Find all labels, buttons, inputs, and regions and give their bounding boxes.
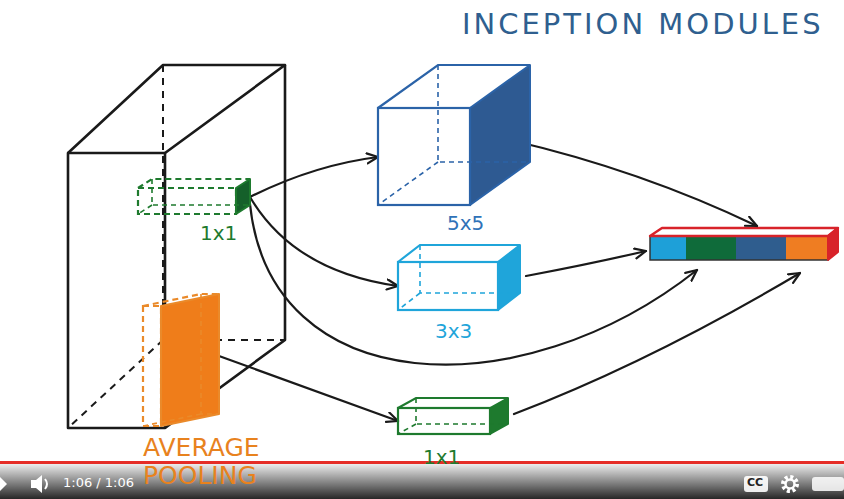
play-icon [0, 477, 7, 491]
conv-box-outline [395, 396, 515, 438]
conv-box: 3x3 [395, 242, 525, 345]
bar-segment [650, 236, 686, 260]
filter-slice-outline [136, 176, 256, 218]
bar-side [828, 228, 838, 260]
cc-box [744, 476, 768, 492]
size-label: 1x1 [200, 222, 237, 244]
pooling-slice: AVERAGE POOLING [141, 292, 301, 492]
flow-arrow [250, 157, 378, 197]
input-volume [68, 65, 285, 428]
conv-box: 1x1 [395, 396, 515, 471]
box-side [470, 65, 530, 205]
box-hidden [201, 294, 219, 414]
volume-top [68, 65, 285, 153]
bar-segment [736, 236, 786, 260]
box-front [143, 306, 161, 426]
box-hidden [398, 293, 420, 310]
size-label: 5x5 [447, 212, 484, 234]
box-side [498, 245, 520, 310]
hidden-edge [68, 340, 163, 428]
gear-ring [786, 480, 795, 489]
speaker [31, 475, 42, 493]
flow-arrow [219, 356, 398, 421]
concat-bar [650, 228, 838, 260]
slide-title: INCEPTION MODULES [462, 8, 824, 40]
conv-cube-outline [375, 62, 535, 208]
captions-button: CC [747, 477, 763, 489]
size-label: AVERAGE POOLING [143, 434, 293, 490]
hidden-edge [162, 65, 164, 340]
box-top [398, 245, 520, 262]
box-hidden [143, 414, 201, 426]
concat-arrow [526, 251, 646, 276]
conv-box-outline [395, 242, 525, 312]
box-hidden [438, 65, 530, 162]
size-label: 1x1 [423, 446, 460, 468]
hidden-edges [68, 65, 285, 428]
video-time: 1:06 / 1:06 [63, 476, 134, 491]
box-top [378, 65, 530, 108]
player-ground [0, 463, 844, 499]
gear-teeth [783, 477, 797, 491]
box-front [378, 108, 470, 205]
bar-segment [686, 236, 736, 260]
box-top [138, 179, 250, 188]
box-hidden [138, 205, 152, 214]
logo-mark [812, 477, 844, 491]
pooling-slice-outline [141, 292, 301, 428]
concat-arrows [250, 140, 800, 414]
box-hidden [398, 424, 416, 434]
volume-front [68, 153, 165, 428]
bar-segment [786, 236, 828, 260]
box-front [398, 408, 490, 434]
box-hidden [420, 245, 520, 293]
gear-icon [783, 477, 797, 491]
box-front [398, 262, 498, 310]
box-side [490, 398, 508, 434]
bar-outline [650, 236, 828, 260]
size-label: 3x3 [435, 320, 472, 342]
box-side [236, 179, 250, 214]
box-hidden [152, 179, 250, 205]
filter-slice: 1x1 [136, 176, 256, 247]
sound-wave [45, 479, 47, 489]
box-hidden [416, 398, 508, 424]
progress-line [0, 461, 844, 464]
volume-icon [31, 475, 47, 493]
concat-arrow [510, 140, 757, 226]
conv-cube: 5x5 [375, 62, 535, 237]
bar-top [650, 228, 838, 236]
concat-arrow [514, 273, 800, 414]
box-hidden [378, 162, 438, 205]
flow-arrow [250, 197, 398, 286]
box-side [161, 294, 219, 426]
concat-arrow [250, 204, 697, 365]
player-bar [0, 461, 844, 499]
box-top [143, 294, 219, 306]
box-top [398, 398, 508, 408]
